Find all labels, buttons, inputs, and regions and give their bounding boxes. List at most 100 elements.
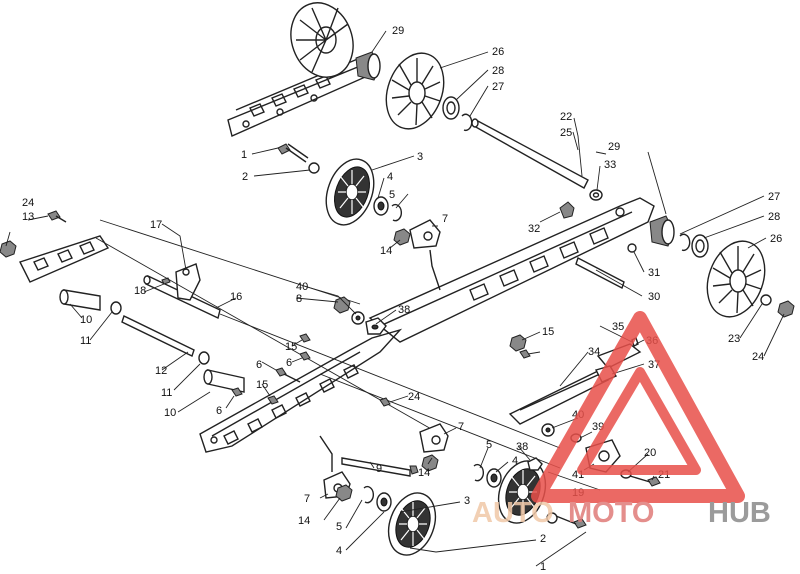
watermark-hub: HUB bbox=[708, 497, 771, 529]
label-22: 22 bbox=[560, 111, 572, 123]
part-32 bbox=[559, 201, 575, 219]
part-5-ring-upper bbox=[391, 203, 403, 222]
label-15: 15 bbox=[542, 326, 554, 338]
left-main-rail bbox=[199, 328, 403, 453]
label-32: 32 bbox=[528, 223, 540, 235]
part-33 bbox=[589, 189, 603, 201]
label-27: 27 bbox=[492, 81, 504, 93]
label-9: 9 bbox=[376, 463, 382, 475]
part-9-bolt bbox=[341, 457, 419, 477]
label-30: 30 bbox=[648, 291, 660, 303]
label-5: 5 bbox=[486, 439, 492, 451]
part-28-lower bbox=[691, 234, 709, 258]
part-38-upper bbox=[365, 317, 387, 335]
part-labels: 29 26 28 27 22 25 29 33 32 1 2 3 4 5 7 1… bbox=[22, 25, 782, 573]
label-5: 5 bbox=[389, 189, 395, 201]
part-26-lower-wheel bbox=[706, 240, 766, 318]
label-18: 18 bbox=[134, 285, 146, 297]
watermark-auto: AUTO bbox=[472, 497, 554, 529]
label-11: 11 bbox=[80, 335, 91, 347]
watermark-triangle-icon bbox=[531, 311, 745, 503]
part-31 bbox=[627, 243, 637, 253]
label-25: 25 bbox=[560, 127, 572, 139]
label-7: 7 bbox=[458, 421, 464, 433]
part-3-upper-wheel bbox=[325, 158, 375, 226]
label-24: 24 bbox=[408, 391, 420, 403]
label-6: 6 bbox=[216, 405, 222, 417]
part-7-bracket-upper bbox=[409, 219, 441, 291]
label-14: 14 bbox=[418, 467, 430, 479]
label-33: 33 bbox=[604, 159, 616, 171]
part-25-axle bbox=[471, 118, 589, 189]
part-12-shaft bbox=[121, 315, 195, 357]
label-6: 6 bbox=[256, 359, 262, 371]
label-7: 7 bbox=[442, 213, 448, 225]
part-6-bolt-c bbox=[231, 387, 243, 397]
label-24: 24 bbox=[22, 197, 34, 209]
part-30-bolt bbox=[575, 256, 625, 290]
part-3-lower-wheel-right bbox=[497, 460, 547, 524]
label-38: 38 bbox=[516, 441, 528, 453]
label-14: 14 bbox=[380, 245, 392, 257]
watermark-moto: MOTO bbox=[568, 497, 654, 529]
label-17: 17 bbox=[150, 219, 162, 231]
part-24-bolt-mid bbox=[379, 397, 391, 407]
label-34: 34 bbox=[588, 346, 600, 358]
label-15: 15 bbox=[256, 379, 268, 391]
label-29: 29 bbox=[392, 25, 404, 37]
part-26-upper-wheel bbox=[385, 52, 445, 130]
part-21-bolt bbox=[629, 475, 661, 487]
label-7: 7 bbox=[304, 493, 310, 505]
part-15-bolt-c bbox=[509, 334, 527, 352]
label-31: 31 bbox=[648, 267, 660, 279]
part-18-bolt bbox=[161, 277, 171, 285]
label-27: 27 bbox=[768, 191, 780, 203]
part-4-bearing-left bbox=[376, 492, 392, 512]
label-1: 1 bbox=[241, 149, 247, 161]
part-15-bolt-b bbox=[267, 395, 279, 405]
part-5-ring-left bbox=[363, 485, 375, 504]
label-12: 12 bbox=[155, 365, 167, 377]
label-20: 20 bbox=[644, 447, 656, 459]
part-27-upper bbox=[461, 113, 473, 132]
label-15: 15 bbox=[285, 341, 297, 353]
part-8-bolt bbox=[333, 296, 351, 314]
part-6-bolt-a bbox=[299, 351, 311, 361]
label-10: 10 bbox=[164, 407, 176, 419]
part-6-bolt-d bbox=[519, 349, 531, 359]
label-26: 26 bbox=[770, 233, 782, 245]
part-1-bolt-lower bbox=[555, 515, 587, 529]
part-17-arm bbox=[175, 263, 201, 301]
part-4-bearing-right bbox=[486, 468, 502, 488]
part-2-washer-lower bbox=[546, 512, 558, 524]
part-7-bracket-lower bbox=[419, 423, 449, 453]
label-26: 26 bbox=[492, 46, 504, 58]
label-28: 28 bbox=[768, 211, 780, 223]
label-28: 28 bbox=[492, 65, 504, 77]
leader-lines bbox=[5, 30, 785, 567]
label-13: 13 bbox=[22, 211, 34, 223]
label-2: 2 bbox=[242, 171, 248, 183]
left-front-rail bbox=[19, 235, 110, 283]
watermark: AUTO MOTO HUB bbox=[472, 311, 771, 529]
part-15-bolt-a bbox=[299, 333, 311, 343]
label-2: 2 bbox=[540, 533, 546, 545]
part-23-washer bbox=[760, 294, 772, 306]
label-40: 40 bbox=[296, 281, 308, 293]
upper-wheel-rear bbox=[290, 2, 354, 78]
label-29: 29 bbox=[608, 141, 620, 153]
part-29-lower bbox=[649, 215, 675, 247]
right-rail bbox=[368, 197, 655, 343]
part-11-washer-front bbox=[110, 301, 122, 315]
part-14-nut-lower bbox=[421, 454, 439, 472]
label-10: 10 bbox=[80, 314, 92, 326]
part-10-spacer-front bbox=[59, 289, 101, 311]
part-5-ring-right bbox=[473, 463, 485, 482]
part-10-spacer-mid bbox=[203, 369, 245, 393]
reference-lines bbox=[95, 219, 561, 469]
label-8: 8 bbox=[296, 293, 302, 305]
label-24: 24 bbox=[752, 351, 764, 363]
part-4-bearing-upper bbox=[373, 196, 389, 216]
part-6-bolt-b bbox=[275, 367, 301, 383]
